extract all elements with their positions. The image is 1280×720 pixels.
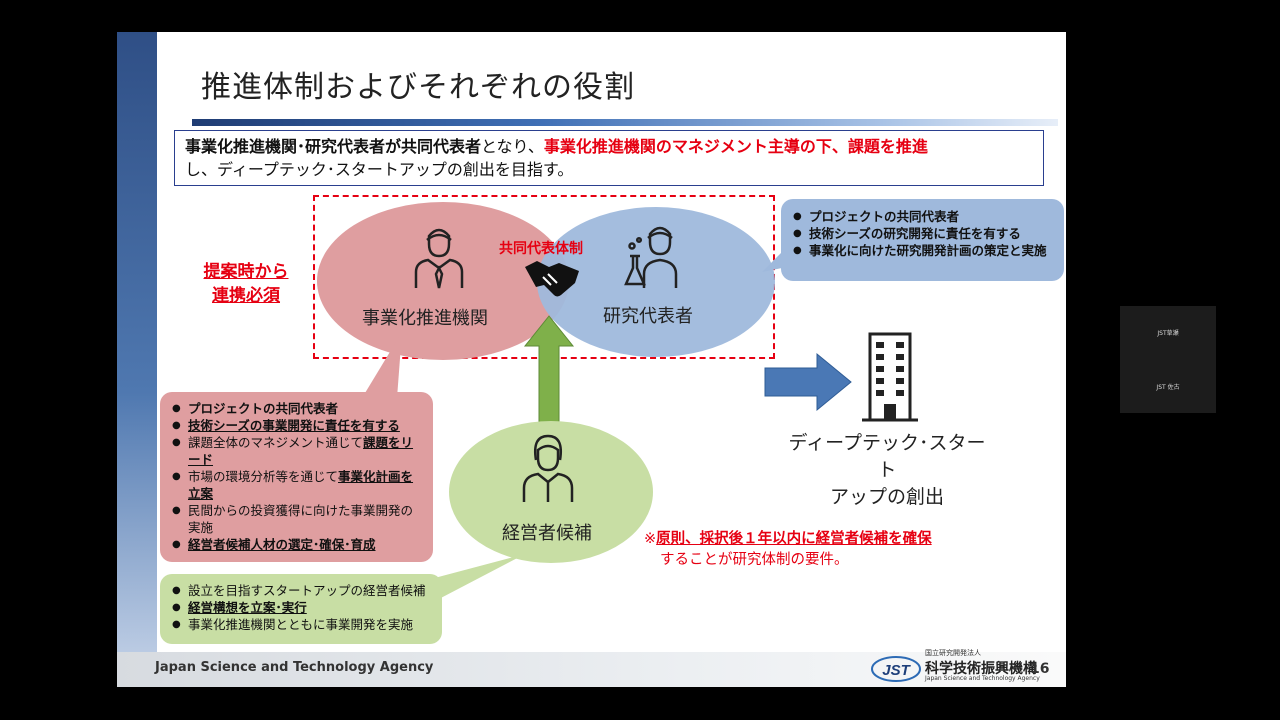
manager-role-2: 経営構想を立案･実行	[170, 599, 432, 616]
blue-callout-pointer	[762, 247, 787, 272]
green-callout-pointer	[427, 554, 525, 600]
note-rest: することが研究体制の要件。	[660, 552, 849, 568]
summary-part4: し、ディープテック･スタートアップの創出を目指す。	[185, 160, 574, 179]
jst-logo-text: JST	[882, 662, 911, 679]
pink-callout-pointer	[362, 332, 402, 398]
handshake-icon	[525, 261, 579, 297]
proposal-note: 提案時から 連携必須	[191, 260, 301, 308]
slide-title: 推進体制およびそれぞれの役割	[201, 70, 635, 105]
manager-role-1: 設立を目指すスタートアップの経営者候補	[170, 582, 432, 599]
researcher-icon	[624, 226, 678, 288]
manager-role-callout: 設立を目指すスタートアップの経営者候補 経営構想を立案･実行 事業化推進機関とと…	[160, 574, 442, 644]
summary-box: 事業化推進機関･研究代表者が共同代表者となり、事業化推進機関のマネジメント主導の…	[174, 130, 1044, 186]
jst-logo-mark: JST	[871, 656, 921, 682]
researcher-role-3: 事業化に向けた研究開発計画の策定と実施	[791, 242, 1054, 259]
joint-badge: 共同代表体制	[499, 241, 583, 257]
participant-video-tile[interactable]: JST草瀬 JST 佐古	[1120, 306, 1216, 413]
org-role-6: 経営者候補人材の選定･確保･育成	[170, 536, 423, 553]
manager-label: 経営者候補	[502, 523, 592, 544]
proposal-line2: 連携必須	[212, 286, 280, 306]
org-role-5: 民間からの投資獲得に向けた事業開発の実施	[170, 502, 423, 536]
note-prefix: ※	[644, 531, 657, 547]
summary-part3: 事業化推進機関のマネジメント主導の下、課題を推進	[543, 137, 928, 156]
org-role-4: 市場の環境分析等を通じて事業化計画を立案	[170, 468, 423, 502]
manager-ellipse	[449, 421, 653, 563]
org-role-1: プロジェクトの共同代表者	[170, 400, 423, 417]
right-arrow-icon	[764, 352, 852, 412]
up-arrow-icon	[523, 315, 575, 425]
researcher-role-1: プロジェクトの共同代表者	[791, 208, 1054, 225]
org-label: 事業化推進機関	[362, 308, 488, 329]
researcher-label: 研究代表者	[603, 306, 693, 327]
participant-name-1: JST草瀬	[1157, 330, 1179, 337]
businessman-icon	[414, 228, 464, 289]
jst-logo: JST 国立研究開発法人 科学技術振興機構 Japan Science and …	[870, 649, 1040, 684]
note-bold: 原則、採択後１年以内に経営者候補を確保	[656, 531, 932, 547]
participant-name-2: JST 佐古	[1156, 384, 1180, 391]
logo-small-text: 国立研究開発法人	[925, 649, 981, 657]
org-role-callout: プロジェクトの共同代表者 技術シーズの事業開発に責任を有する 課題全体のマネジメ…	[160, 392, 433, 562]
researcher-role-callout: プロジェクトの共同代表者 技術シーズの研究開発に責任を有する 事業化に向けた研究…	[781, 199, 1064, 281]
requirement-note: ※原則、採択後１年以内に経営者候補を確保 することが研究体制の要件。	[644, 529, 932, 571]
logo-en-text: Japan Science and Technology Agency	[925, 675, 1040, 682]
logo-main-text: 科学技術振興機構	[925, 661, 1037, 677]
org-role-2: 技術シーズの事業開発に責任を有する	[170, 417, 423, 434]
slide-side-bar	[117, 32, 157, 687]
footer-agency: Japan Science and Technology Agency	[155, 660, 434, 675]
org-ellipse	[317, 202, 569, 360]
startup-label: ディープテック･スタート アップの創出	[788, 432, 986, 508]
proposal-line1: 提案時から	[203, 262, 289, 282]
researcher-role-2: 技術シーズの研究開発に責任を有する	[791, 225, 1054, 242]
researcher-ellipse	[537, 207, 775, 357]
title-underline	[192, 119, 1058, 126]
manager-role-3: 事業化推進機関とともに事業開発を実施	[170, 616, 432, 633]
summary-part1: 事業化推進機関･研究代表者が共同代表者	[185, 137, 482, 156]
slide: 推進体制およびそれぞれの役割 事業化推進機関･研究代表者が共同代表者となり、事業…	[117, 32, 1066, 687]
org-role-3: 課題全体のマネジメント通じて課題をリード	[170, 434, 423, 468]
page-number: 16	[1030, 661, 1050, 677]
building-icon	[862, 332, 918, 422]
summary-part2: となり、	[481, 137, 544, 156]
woman-manager-icon	[522, 434, 574, 502]
